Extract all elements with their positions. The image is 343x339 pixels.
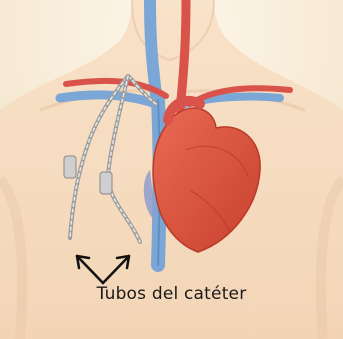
catheter-caption: Tubos del catéter [0,284,343,304]
